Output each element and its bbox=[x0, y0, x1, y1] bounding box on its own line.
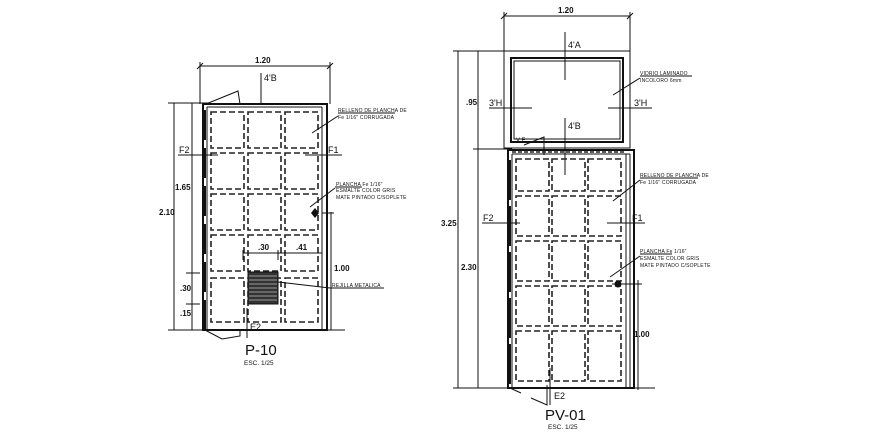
pv01-tag-right: F1 bbox=[632, 213, 643, 223]
pv01-tag-transom-top: 4'A bbox=[568, 40, 581, 50]
p10-scale: ESC. 1/25 bbox=[244, 360, 274, 367]
p10-note-sheet-line2: ESMALTE COLOR GRIS bbox=[336, 188, 396, 194]
pv01-transom-height-label: .95 bbox=[466, 98, 478, 107]
pv01-tag-transom-left: 3'H bbox=[489, 98, 502, 108]
pv01-handle-height-label: 1.00 bbox=[634, 330, 650, 339]
p10-tag-top: 4'B bbox=[264, 73, 277, 83]
drawing-pv01: 1.20 .95 3.25 2.30 4'A 3'H 3'H 4'B V.F V… bbox=[441, 6, 711, 431]
p10-note-grille: REJILLA METALICA bbox=[332, 283, 381, 289]
drawing-p10: 1.20 4'B 2.10 1.65 .30 .15 bbox=[159, 56, 407, 367]
pv01-scale: ESC. 1/25 bbox=[548, 424, 578, 431]
p10-panel-grid bbox=[210, 111, 319, 323]
p10-grille-base-label: .15 bbox=[180, 309, 192, 318]
pv01-note-fill-line1: RELLENO DE PLANCHA DE bbox=[640, 173, 709, 179]
p10-tag-right: F1 bbox=[328, 145, 339, 155]
p10-grille-width-label: .30 bbox=[258, 243, 270, 252]
pv01-tag-door-top: 4'B bbox=[568, 121, 581, 131]
pv01-tag-bottom: E2 bbox=[554, 391, 565, 401]
p10-tag-bottom: E2 bbox=[250, 322, 261, 332]
pv01-note-sheet-line3: MATE PINTADO C/SOPLETE bbox=[640, 263, 711, 269]
p10-handle-height-label: 1.00 bbox=[334, 264, 350, 273]
pv01-note-sheet-line1: PLANCHA Fe 1/16" bbox=[640, 249, 687, 255]
p10-total-height-label: 2.10 bbox=[159, 208, 175, 217]
pv01-note-fill-line2: Fe 1/16" CORRUGADA bbox=[640, 180, 697, 186]
p10-note-sheet-line1: PLANCHA Fe 1/16" bbox=[336, 182, 383, 188]
p10-grille-offset-label: .41 bbox=[296, 243, 308, 252]
p10-note-sheet-line3: MATE PINTADO C/SOPLETE bbox=[336, 195, 407, 201]
pv01-width-label: 1.20 bbox=[558, 6, 574, 15]
pv01-note-sheet-line2: ESMALTE COLOR GRIS bbox=[640, 256, 700, 262]
pv01-tag-left: F2 bbox=[483, 213, 494, 223]
p10-title: P-10 bbox=[245, 342, 277, 359]
p10-note-fill-line1: RELLENO DE PLANCHA DE bbox=[338, 108, 407, 114]
pv01-door-height-label: 2.30 bbox=[461, 263, 477, 272]
pv01-tag-transom-right: 3'H bbox=[634, 98, 647, 108]
p10-width-label: 1.20 bbox=[255, 56, 271, 65]
p10-tag-left: F2 bbox=[179, 145, 190, 155]
p10-width-dimension: 1.20 bbox=[196, 56, 334, 104]
pv01-title: PV-01 bbox=[545, 407, 586, 424]
p10-handle-icon: 1.00 bbox=[311, 208, 350, 330]
pv01-total-height-label: 3.25 bbox=[441, 219, 457, 228]
pv01-panel-grid bbox=[515, 158, 622, 382]
pv01-note-glass-line2: INCOLORO 6mm bbox=[640, 78, 682, 84]
pv01-handle-icon: 1.00 bbox=[612, 280, 650, 390]
pv01-tag-transom-frame: V.F bbox=[516, 138, 526, 144]
p10-note-fill-line2: Fe 1/16" CORRUGADA bbox=[338, 115, 395, 121]
p10-metal-grille bbox=[247, 271, 279, 305]
pv01-note-glass-line1: VIDRIO LAMINADO bbox=[640, 71, 688, 77]
p10-leaf-height-label: 1.65 bbox=[175, 183, 191, 192]
p10-grille-height-label: .30 bbox=[180, 284, 192, 293]
